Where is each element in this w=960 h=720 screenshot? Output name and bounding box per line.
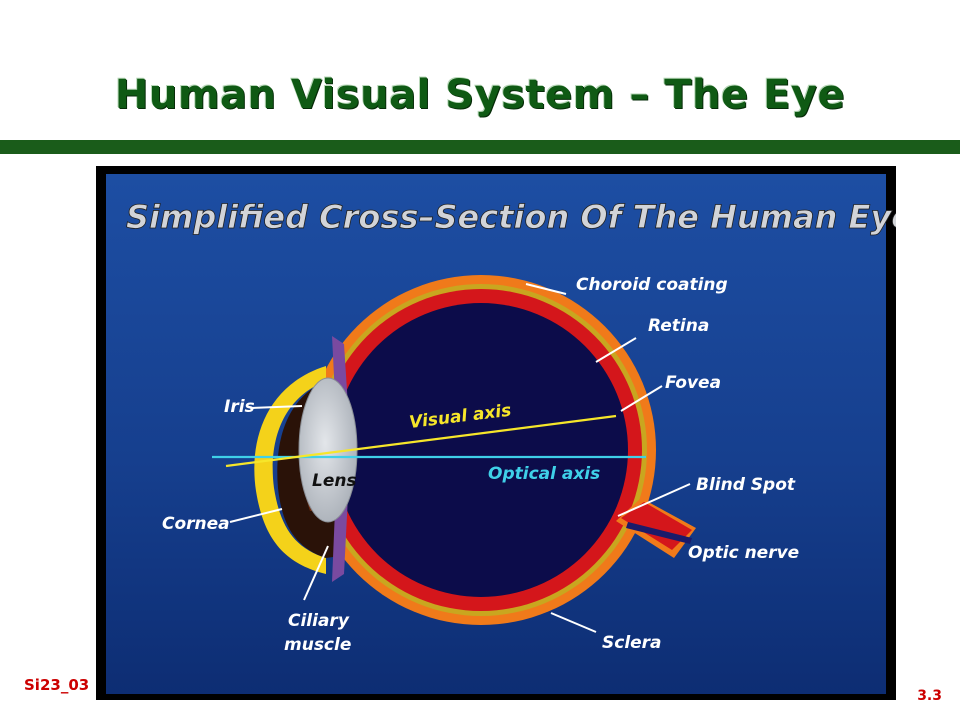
title-divider <box>0 140 960 154</box>
label-lens: Lens <box>312 471 357 491</box>
vitreous-chamber <box>334 303 628 597</box>
label-iris: Iris <box>224 397 255 417</box>
cornea-leader <box>229 508 283 523</box>
page-number: 3.3 <box>917 688 942 704</box>
figure-title: Simplified Cross–Section Of The Human Ey… <box>126 198 896 236</box>
leader-lines <box>229 283 691 633</box>
eye-diagram: Simplified Cross–Section Of The Human Ey… <box>96 166 896 700</box>
fovea-leader <box>620 385 663 412</box>
diagram-labels: Choroid coating Retina Fovea Iris Lens B… <box>162 275 799 655</box>
ciliary-leader <box>303 545 329 601</box>
sclera-leader <box>550 612 597 633</box>
slide-id: Si23_03 <box>24 676 90 694</box>
label-optical-axis: Optical axis <box>488 464 600 484</box>
label-choroid: Choroid coating <box>576 275 728 295</box>
label-optic-nerve: Optic nerve <box>688 543 799 563</box>
choroid-leader <box>525 283 567 295</box>
visual-axis-line <box>225 414 617 468</box>
title-divider-gap <box>0 154 960 157</box>
label-fovea: Fovea <box>665 373 721 393</box>
eyeball <box>306 275 656 625</box>
label-blind-spot: Blind Spot <box>696 475 796 495</box>
blind-spot-leader <box>617 483 691 517</box>
label-ciliary-line2: muscle <box>284 635 351 655</box>
retina-leader <box>595 337 637 363</box>
label-sclera: Sclera <box>602 633 662 653</box>
optic-nerve-core <box>626 522 692 544</box>
label-ciliary-line1: Ciliary <box>288 611 350 631</box>
eye-diagram-canvas: Simplified Cross–Section Of The Human Ey… <box>106 174 896 694</box>
iris-leader <box>251 405 303 409</box>
slide-title: Human Visual System – The Eye <box>114 72 846 118</box>
cornea-shape <box>254 366 326 574</box>
optic-nerve <box>616 498 696 558</box>
label-retina: Retina <box>648 316 709 336</box>
label-cornea: Cornea <box>162 514 230 534</box>
